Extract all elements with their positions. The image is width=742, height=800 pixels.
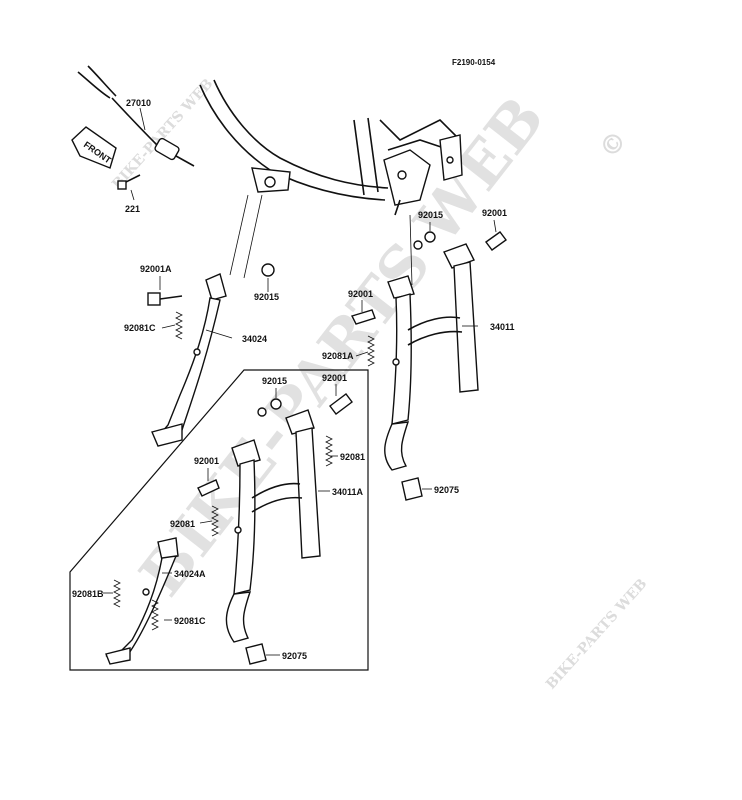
spring-92081C-top	[175, 311, 183, 340]
label-92001A: 92001A	[140, 264, 172, 274]
label-92075-inset: 92075	[282, 651, 307, 661]
inset-box	[69, 369, 369, 671]
nut-92015-inset	[257, 398, 282, 417]
label-92081C-top: 92081C	[124, 323, 156, 333]
label-92075-right: 92075	[434, 485, 459, 495]
label-27010: 27010	[126, 98, 151, 108]
label-92001-mid: 92001	[348, 289, 373, 299]
watermark-small-top: BIKE-PARTS WEB	[109, 76, 216, 193]
spring-92081B	[113, 579, 121, 608]
bolt-92001-right	[485, 231, 507, 251]
label-92081C-inset: 92081C	[174, 616, 206, 626]
label-34011A: 34011A	[332, 487, 364, 497]
label-34011: 34011	[490, 322, 515, 332]
spring-92081A	[367, 335, 375, 367]
reference-code: F2190-0154	[452, 58, 496, 67]
label-92081-inset-right: 92081	[340, 452, 365, 462]
screw-221	[117, 174, 141, 190]
nut-92015-right	[413, 231, 436, 250]
label-92001-inset-top: 92001	[322, 373, 347, 383]
watermark-small-bottom: BIKE-PARTS WEB	[543, 576, 650, 693]
bolt-92001-mid	[351, 309, 376, 325]
bolt-92001-inset-top	[329, 393, 353, 415]
side-stand-34024A	[105, 537, 179, 665]
label-92081B: 92081B	[72, 589, 104, 599]
label-34024A: 34024A	[174, 569, 206, 579]
spring-92081C-inset	[151, 599, 159, 631]
label-92015-inset: 92015	[262, 376, 287, 386]
label-92081-inset-left: 92081	[170, 519, 195, 529]
label-92015-left: 92015	[254, 292, 279, 302]
rubber-92075-inset	[245, 643, 267, 665]
main-stand-34011	[384, 243, 479, 471]
motorcycle-frame	[199, 79, 463, 216]
spring-92081-inset-right	[325, 435, 333, 467]
label-92001-right: 92001	[482, 208, 507, 218]
nut-92015-left	[261, 263, 275, 277]
label-92081A: 92081A	[322, 351, 354, 361]
label-92001-inset-left: 92001	[194, 456, 219, 466]
label-34024: 34024	[242, 334, 267, 344]
main-stand-34011A	[225, 409, 321, 643]
label-92015-right: 92015	[418, 210, 443, 220]
bolt-92001A	[147, 292, 183, 306]
watermark-copyright: ©	[594, 125, 634, 164]
watermark-main: BIKE-PARTS WEB	[127, 84, 559, 609]
side-stand-switch	[77, 65, 195, 167]
front-arrow: FRONT	[71, 126, 117, 169]
label-221: 221	[125, 204, 140, 214]
bolt-92001-inset-left	[197, 479, 220, 497]
rubber-92075-right	[401, 477, 423, 501]
side-stand-34024	[151, 273, 227, 447]
spring-92081-inset-left	[211, 505, 219, 537]
